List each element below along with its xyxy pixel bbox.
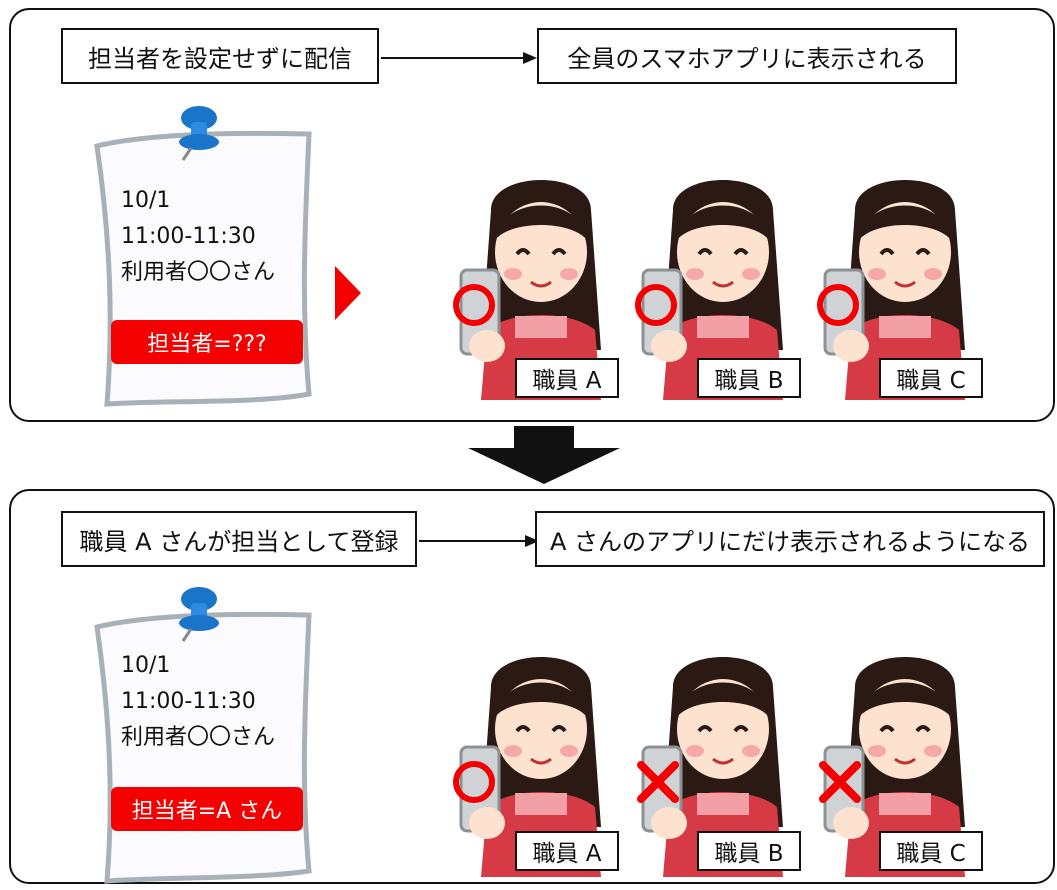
staff-name-tag: 職員 B xyxy=(697,358,801,398)
staff-name-tag: 職員 A xyxy=(515,358,619,398)
pushpin-icon xyxy=(179,106,219,161)
staff-figure-b: 職員 B xyxy=(633,647,813,877)
circle-mark-icon xyxy=(453,284,495,326)
staff-figure-c: 職員 C xyxy=(815,170,995,400)
result-label: A さんのアプリにだけ表示されるようになる xyxy=(535,511,1045,567)
pushpin-icon xyxy=(179,587,219,642)
assignee-badge: 担当者=??? xyxy=(111,320,303,364)
circle-mark-icon xyxy=(817,284,859,326)
panel-unassigned: 担当者を設定せずに配信 全員のスマホアプリに表示される 10/1 11:00-1… xyxy=(9,8,1055,422)
cross-mark-icon xyxy=(637,761,679,803)
note-date: 10/1 xyxy=(121,188,171,213)
staff-name-tag: 職員 C xyxy=(879,358,983,398)
note-time: 11:00-11:30 xyxy=(121,689,256,714)
source-label: 職員 A さんが担当として登録 xyxy=(61,511,417,567)
staff-name-tag: 職員 C xyxy=(879,831,983,871)
down-arrow-icon xyxy=(468,426,620,484)
pointer-triangle xyxy=(335,266,361,320)
note-date: 10/1 xyxy=(121,653,171,678)
result-label: 全員のスマホアプリに表示される xyxy=(537,28,957,84)
staff-illustration xyxy=(823,180,965,400)
staff-figure-b: 職員 B xyxy=(633,170,813,400)
staff-name-tag: 職員 B xyxy=(697,831,801,871)
memo-note: 10/1 11:00-11:30 利用者〇〇さん 担当者=??? xyxy=(87,104,357,416)
staff-figure-a: 職員 A xyxy=(451,647,631,877)
staff-name-tag: 職員 A xyxy=(515,831,619,871)
circle-mark-icon xyxy=(453,761,495,803)
cross-mark-icon xyxy=(819,761,861,803)
circle-mark-icon xyxy=(635,284,677,326)
staff-figure-c: 職員 C xyxy=(815,647,995,877)
panel-assigned: 職員 A さんが担当として登録 A さんのアプリにだけ表示されるようになる 10… xyxy=(9,489,1055,884)
flow-arrow xyxy=(419,535,539,547)
staff-figure-a: 職員 A xyxy=(451,170,631,400)
memo-note: 10/1 11:00-11:30 利用者〇〇さん 担当者=A さん xyxy=(87,585,357,885)
source-label: 担当者を設定せずに配信 xyxy=(61,28,379,84)
assignee-badge: 担当者=A さん xyxy=(111,787,303,831)
note-client: 利用者〇〇さん xyxy=(121,725,276,750)
note-client: 利用者〇〇さん xyxy=(121,260,276,285)
note-time: 11:00-11:30 xyxy=(121,224,256,249)
flow-arrow xyxy=(381,52,537,64)
